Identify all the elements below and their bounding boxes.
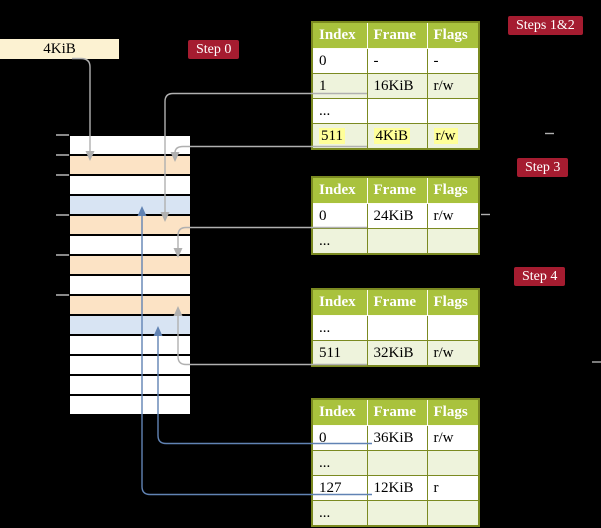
table-row: ... <box>311 500 480 527</box>
flags-cell <box>426 98 480 124</box>
memory-frame-row-white <box>70 276 190 296</box>
memory-frame-row-white <box>70 176 190 196</box>
step-3-label: Step 3 <box>517 158 569 177</box>
memory-frame-row-white <box>70 336 190 356</box>
index-header: Index <box>312 22 368 49</box>
flags-cell: r <box>426 475 480 501</box>
frame-header: Frame <box>367 177 428 204</box>
physical-memory-column <box>69 135 191 415</box>
table-row: ... <box>311 98 480 124</box>
memory-frame-row-white <box>70 236 190 256</box>
table-header-row: Index Frame Flags <box>312 399 479 426</box>
page-table-leaf: Index Frame Flags 0 36KiB r/w ... 127 12… <box>311 398 480 527</box>
table-row: ... <box>311 315 480 341</box>
table-row: ... <box>311 228 480 255</box>
index-cell: ... <box>311 500 368 527</box>
frame-header: Frame <box>367 22 428 49</box>
frame-cell: 24KiB <box>366 203 428 229</box>
flags-cell: - <box>426 48 480 74</box>
flags-header: Flags <box>427 177 479 204</box>
frame-cell: 36KiB <box>366 425 428 451</box>
frame-cell <box>366 98 428 124</box>
highlight-mark: 4KiB <box>373 127 411 144</box>
index-cell: 511 <box>311 123 368 150</box>
address-tick <box>56 154 69 156</box>
table-row: 127 12KiB r <box>311 475 480 501</box>
memory-frame-row-orange <box>70 216 190 236</box>
step-0-label: Step 0 <box>188 40 240 59</box>
frame-cell <box>366 228 428 255</box>
page-table-root: Index Frame Flags 0 - - 1 16KiB r/w ... … <box>311 21 480 150</box>
flags-cell: r/w <box>426 73 480 99</box>
memory-frame-row-blue <box>70 316 190 336</box>
flags-cell: r/w <box>426 340 480 367</box>
memory-frame-row-white <box>70 376 190 396</box>
index-cell: ... <box>311 98 368 124</box>
memory-frame-row-blue <box>70 196 190 216</box>
table-row: 0 24KiB r/w <box>311 203 480 229</box>
highlight-mark: 511 <box>319 127 345 144</box>
index-cell: 0 <box>311 48 368 74</box>
frame-header: Frame <box>367 399 428 426</box>
frame-cell <box>366 500 428 527</box>
table-header-row: Index Frame Flags <box>312 289 479 316</box>
table-header-row: Index Frame Flags <box>312 22 479 49</box>
flags-cell <box>426 450 480 476</box>
flags-cell <box>426 228 480 255</box>
flags-cell <box>426 315 480 341</box>
flags-header: Flags <box>427 399 479 426</box>
step-4-label: Step 4 <box>514 267 566 286</box>
flags-cell <box>426 500 480 527</box>
flags-cell: r/w <box>426 203 480 229</box>
index-cell: 0 <box>311 203 368 229</box>
flags-header: Flags <box>427 289 479 316</box>
index-cell: 1 <box>311 73 368 99</box>
frame-cell: 32KiB <box>366 340 428 367</box>
address-tick <box>56 174 69 176</box>
memory-frame-row-orange <box>70 156 190 176</box>
index-cell: 127 <box>311 475 368 501</box>
flags-header: Flags <box>427 22 479 49</box>
table-row: ... <box>311 450 480 476</box>
index-header: Index <box>312 177 368 204</box>
index-cell: 511 <box>311 340 368 367</box>
table-row-highlighted: 511 4KiB r/w <box>311 123 480 150</box>
table-row: 0 - - <box>311 48 480 74</box>
index-cell: ... <box>311 228 368 255</box>
flags-cell: r/w <box>426 123 480 150</box>
table-row: 0 36KiB r/w <box>311 425 480 451</box>
index-cell: 0 <box>311 425 368 451</box>
index-header: Index <box>312 399 368 426</box>
frame-cell: 12KiB <box>366 475 428 501</box>
frame-cell: 16KiB <box>366 73 428 99</box>
memory-frame-row-orange <box>70 256 190 276</box>
table-header-row: Index Frame Flags <box>312 177 479 204</box>
frame-cell: - <box>366 48 428 74</box>
frame-header: Frame <box>367 289 428 316</box>
memory-frame-row-white <box>70 396 190 414</box>
address-tick <box>56 134 69 136</box>
table-row: 1 16KiB r/w <box>311 73 480 99</box>
index-cell: ... <box>311 315 368 341</box>
memory-frame-row-white <box>70 356 190 376</box>
highlight-mark: r/w <box>433 127 458 144</box>
page-table-level3: Index Frame Flags ... 511 32KiB r/w <box>311 288 480 367</box>
index-cell: ... <box>311 450 368 476</box>
address-tick <box>56 294 69 296</box>
memory-frame-row-white <box>70 136 190 156</box>
root-table-address-box: 4KiB <box>0 39 119 59</box>
memory-frame-row-orange <box>70 296 190 316</box>
table-row: 511 32KiB r/w <box>311 340 480 367</box>
frame-cell <box>366 315 428 341</box>
index-header: Index <box>312 289 368 316</box>
page-table-level2: Index Frame Flags 0 24KiB r/w ... <box>311 176 480 255</box>
address-tick <box>56 214 69 216</box>
frame-cell: 4KiB <box>366 123 428 150</box>
frame-cell <box>366 450 428 476</box>
address-tick <box>56 254 69 256</box>
flags-cell: r/w <box>426 425 480 451</box>
steps-1-2-label: Steps 1&2 <box>508 16 583 35</box>
